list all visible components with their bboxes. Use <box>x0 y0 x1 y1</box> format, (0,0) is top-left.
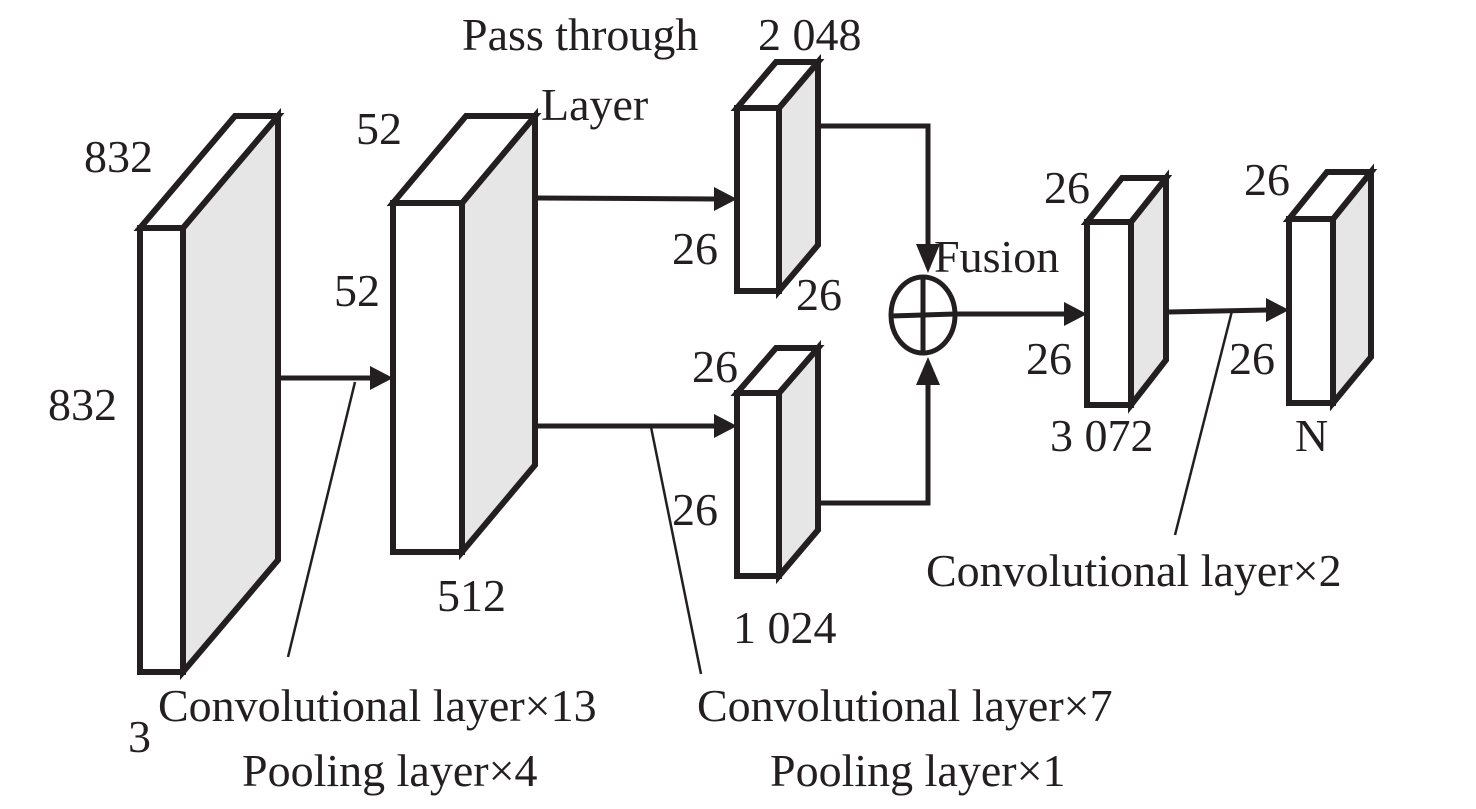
leader-line-stage2 <box>649 426 703 675</box>
label-passthrough-height: 26 <box>672 223 718 274</box>
block-backbone-front <box>390 200 465 555</box>
arrowhead-icon <box>1266 298 1289 322</box>
connector-input-to-backbone <box>280 366 393 390</box>
label-stage2-conv: Convolutional layer×7 <box>697 680 1113 731</box>
label-backbone-height: 52 <box>334 265 380 316</box>
label-pass-through-line2: Layer <box>541 79 648 130</box>
block-conv-branch <box>730 339 825 585</box>
connector-backbone-to-passthrough <box>536 187 737 211</box>
block-input <box>133 107 285 681</box>
block-input-front <box>137 225 186 675</box>
label-output-height: 26 <box>1229 333 1275 384</box>
label-fused-height: 26 <box>1026 333 1072 384</box>
leader-line-stage3 <box>1173 310 1234 536</box>
label-conv-branch-height: 26 <box>672 484 718 535</box>
arrowhead-icon <box>916 244 940 273</box>
label-fusion: Fusion <box>934 231 1059 282</box>
label-backbone-depth: 512 <box>437 570 506 621</box>
label-stage1-conv: Convolutional layer×13 <box>158 680 597 731</box>
connector-fused-to-output <box>1167 298 1289 322</box>
arrowhead-icon <box>1064 302 1087 326</box>
block-backbone <box>386 107 542 561</box>
label-stage1-pool: Pooling layer×4 <box>242 745 538 796</box>
label-output-depth: N <box>1295 410 1328 461</box>
label-passthrough-depth: 2 048 <box>758 9 862 60</box>
block-passthrough-front <box>734 105 782 294</box>
connector-passthrough-to-fusion <box>820 123 940 273</box>
connector-conv-branch-to-fusion <box>820 357 940 506</box>
block-passthrough <box>730 53 825 300</box>
label-input-depth: 3 <box>128 711 151 762</box>
arrowhead-icon <box>714 187 737 211</box>
label-passthrough-width: 26 <box>796 269 842 320</box>
block-conv-branch-front <box>734 390 782 579</box>
label-fused-width: 26 <box>1044 162 1090 213</box>
label-conv-branch-depth: 1 024 <box>733 602 837 653</box>
label-input-height: 832 <box>48 379 117 430</box>
block-fused-front <box>1084 219 1134 408</box>
label-stage3-conv: Convolutional layer×2 <box>926 545 1342 596</box>
label-fused-depth: 3 072 <box>1050 410 1154 461</box>
label-output-width: 26 <box>1244 154 1290 205</box>
label-pass-through-line1: Pass through <box>462 9 698 60</box>
arrowhead-icon <box>370 366 393 390</box>
connector-backbone-to-conv-branch <box>537 414 737 438</box>
leader-line-stage1 <box>286 381 357 658</box>
connector-fusion-to-fused <box>955 302 1087 326</box>
label-stage2-pool: Pooling layer×1 <box>770 745 1066 796</box>
label-input-width: 832 <box>84 131 153 182</box>
block-fused <box>1080 169 1173 414</box>
label-conv-branch-width: 26 <box>692 341 738 392</box>
arrowhead-icon <box>916 357 940 385</box>
block-output <box>1282 163 1378 412</box>
arrowhead-icon <box>714 414 737 438</box>
block-output-front <box>1286 216 1336 406</box>
fusion-operator <box>888 274 958 356</box>
label-backbone-width: 52 <box>356 103 402 154</box>
